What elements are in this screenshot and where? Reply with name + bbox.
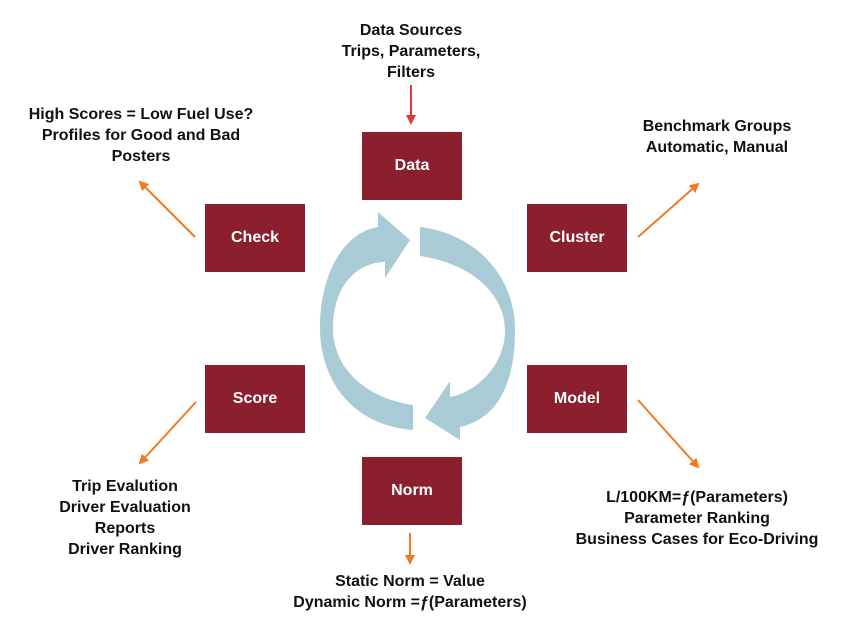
note-score-line-1: Trip Evalution — [72, 478, 178, 495]
cycle-arrow-right-icon — [420, 227, 515, 440]
note-data-line-1: Data Sources — [359, 22, 463, 39]
note-check-line-3: Posters — [111, 148, 171, 165]
step-label-cluster: Cluster — [549, 229, 605, 246]
note-model-line-2: Parameter Ranking — [624, 510, 770, 527]
note-cluster-line-1: Benchmark Groups — [642, 118, 792, 135]
note-check-line-2: Profiles for Good and Bad — [41, 127, 241, 144]
note-model: L/100KM=ƒ(Parameters) Parameter Ranking … — [556, 487, 838, 550]
step-label-norm: Norm — [391, 482, 433, 499]
note-score: Trip Evalution Driver Evaluation Reports… — [40, 476, 210, 560]
note-model-line-3: Business Cases for Eco-Driving — [575, 531, 819, 548]
note-model-line-1: L/100KM=ƒ(Parameters) — [606, 489, 788, 506]
step-box-score: Score — [205, 365, 305, 433]
output-arrow-cluster — [637, 182, 700, 238]
note-norm-line-2: Dynamic Norm =ƒ(Parameters) — [293, 594, 527, 611]
step-box-model: Model — [527, 365, 627, 433]
step-label-data: Data — [394, 157, 430, 174]
output-arrow-score — [138, 401, 197, 465]
note-check-line-1: High Scores = Low Fuel Use? — [28, 106, 254, 123]
note-data-line-3: Filters — [386, 64, 435, 81]
output-arrow-check — [138, 180, 196, 238]
step-box-cluster: Cluster — [527, 204, 627, 272]
note-check: High Scores = Low Fuel Use? Profiles for… — [8, 104, 274, 167]
note-cluster: Benchmark Groups Automatic, Manual — [612, 116, 822, 158]
cycle-arrow-left-icon — [320, 212, 413, 430]
note-data: Data Sources Trips, Parameters, Filters — [310, 20, 512, 83]
output-arrow-model — [637, 399, 700, 469]
step-box-data: Data — [362, 132, 462, 200]
note-score-line-2: Driver Evaluation — [59, 499, 191, 516]
step-label-score: Score — [232, 390, 278, 407]
note-norm: Static Norm = Value Dynamic Norm =ƒ(Para… — [270, 571, 550, 613]
step-box-norm: Norm — [362, 457, 462, 525]
note-cluster-line-2: Automatic, Manual — [645, 139, 789, 156]
note-data-line-2: Trips, Parameters, — [341, 43, 481, 60]
step-label-check: Check — [230, 229, 280, 246]
note-score-line-3: Reports — [94, 520, 156, 537]
step-label-model: Model — [553, 390, 601, 407]
step-box-check: Check — [205, 204, 305, 272]
note-norm-line-1: Static Norm = Value — [335, 573, 485, 590]
note-score-line-4: Driver Ranking — [68, 541, 182, 558]
